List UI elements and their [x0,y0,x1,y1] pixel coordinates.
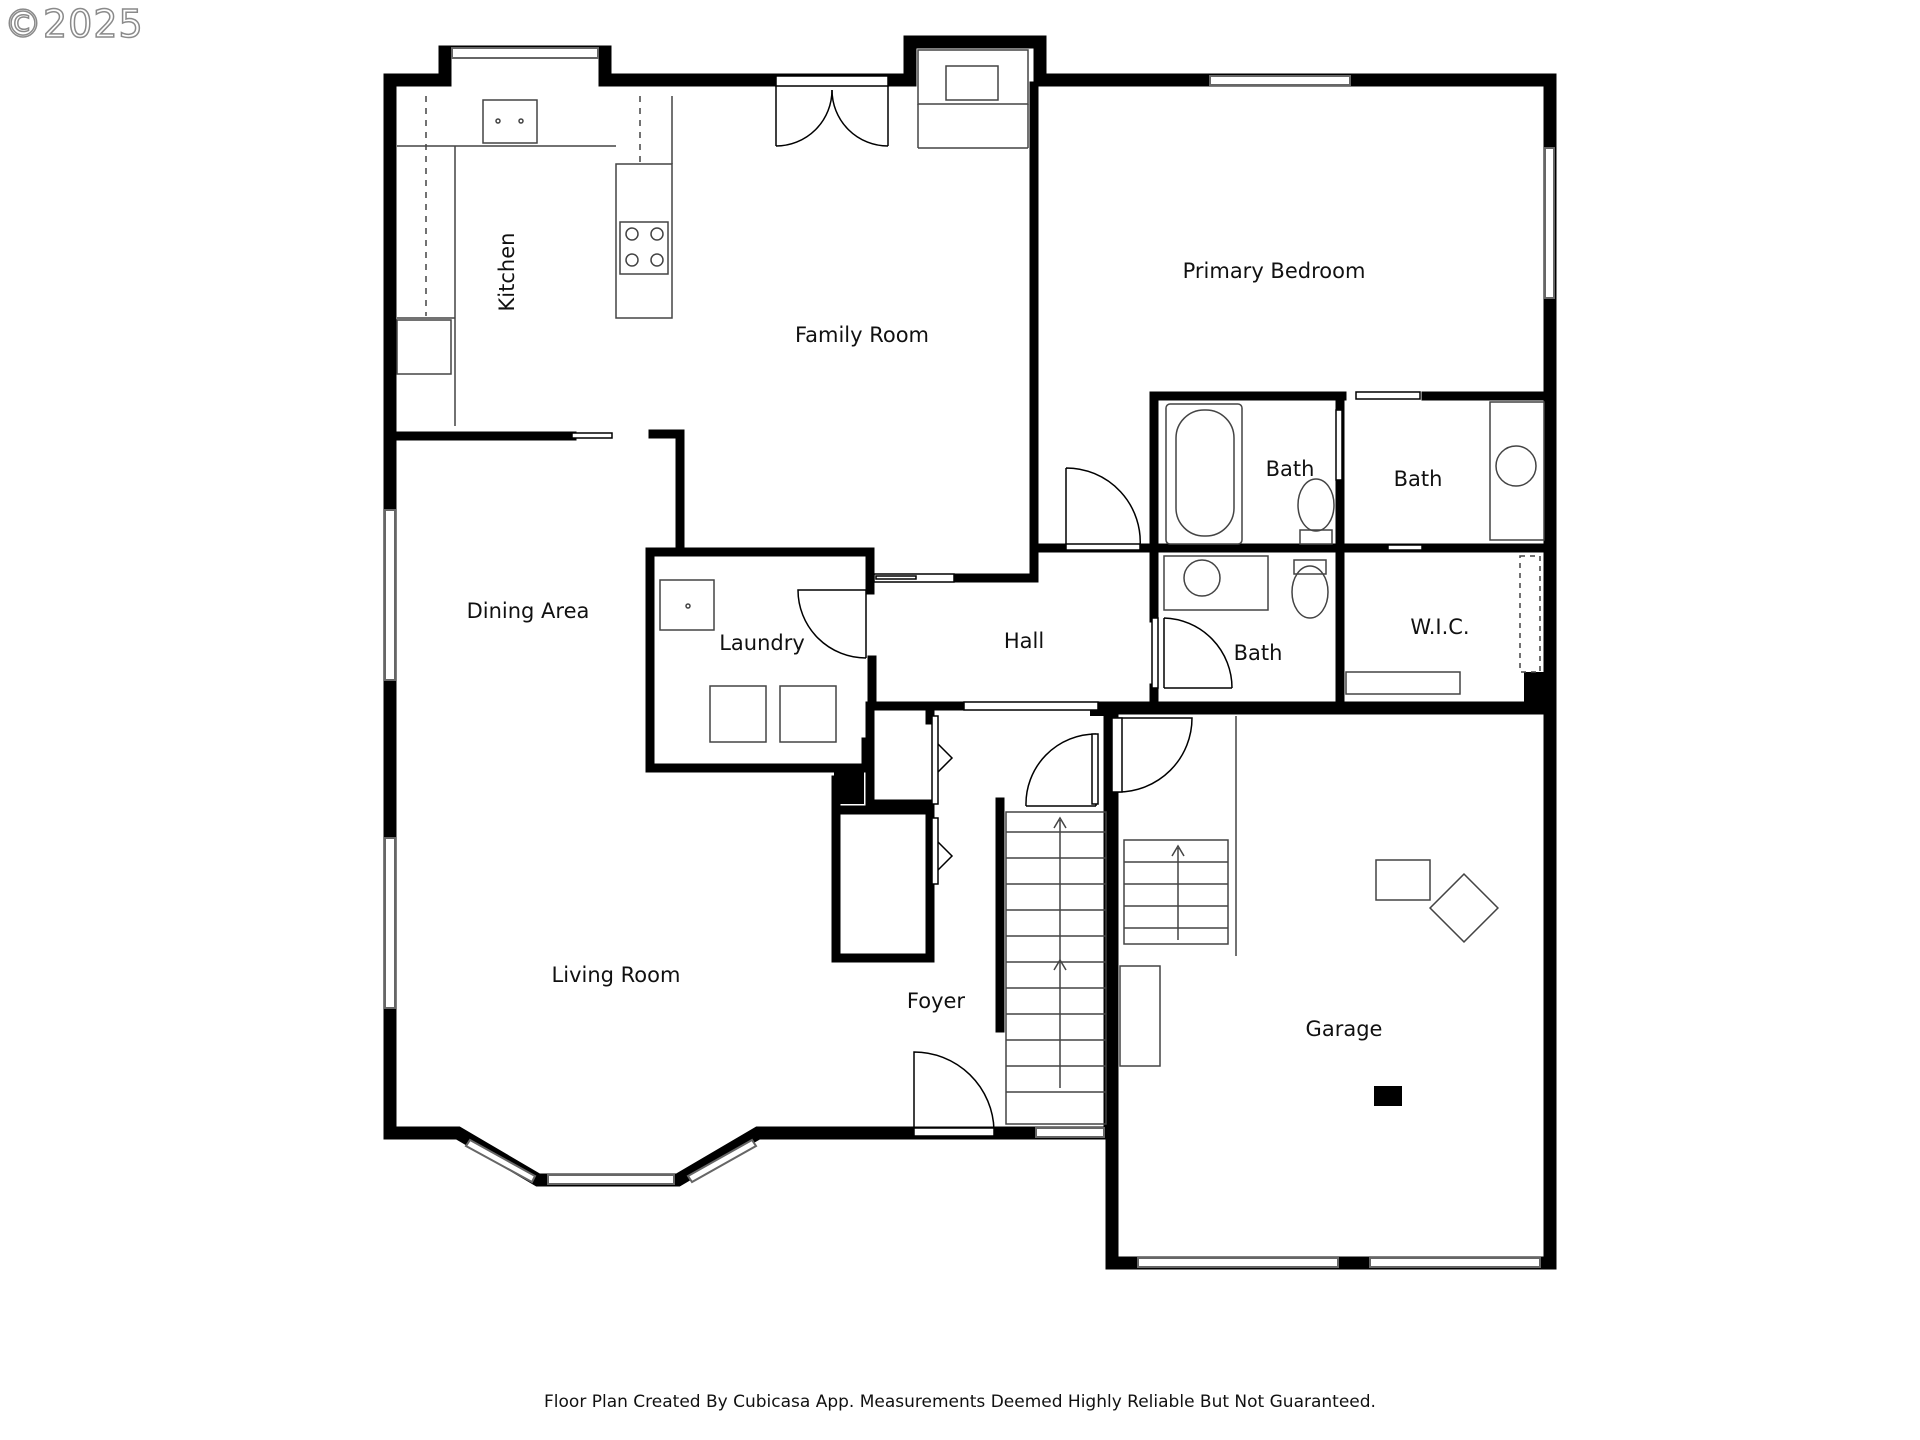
water-heater-icon [1375,859,1431,901]
range-stove-icon [615,163,673,319]
refrigerator-icon [396,319,452,375]
toilet-icon [1297,478,1335,532]
room-label-bath-tub: Bath [1266,457,1315,481]
floor-drain-icon [1374,1086,1402,1106]
doors [571,75,1423,1137]
room-label-living-room: Living Room [552,963,681,987]
copyright-watermark: ©2025 [3,1,144,47]
room-label-garage: Garage [1306,1017,1383,1041]
room-label-bath-hall: Bath [1234,641,1283,665]
room-label-laundry: Laundry [719,631,805,655]
exterior-walls [383,35,1557,1270]
fixtures [396,49,1545,1125]
furnace-icon [1428,872,1500,944]
garage-stairs-icon [1119,716,1237,1067]
room-label-hall: Hall [1004,629,1044,653]
room-label-bath-primary: Bath [1394,467,1443,491]
sink-icon [1495,445,1537,487]
room-labels: Kitchen Family Room Primary Bedroom Bath… [467,233,1470,1041]
bathtub-icon [1165,403,1243,545]
kitchen-sink-icon [482,99,538,144]
fireplace-icon [917,49,1029,105]
footer-disclaimer: Floor Plan Created By Cubicasa App. Meas… [544,1392,1376,1412]
room-label-family-room: Family Room [795,323,929,347]
utility-sink-icon [659,579,715,631]
washer-icon [709,685,767,743]
room-label-dining-area: Dining Area [467,599,590,623]
room-label-primary-bedroom: Primary Bedroom [1183,259,1366,283]
sink-icon [1183,559,1221,597]
room-label-kitchen: Kitchen [495,233,519,312]
dryer-icon [779,685,837,743]
room-label-foyer: Foyer [907,989,966,1013]
toilet-icon [1291,565,1329,619]
room-label-wic: W.I.C. [1410,615,1469,639]
stairs-icon [1005,811,1107,1125]
windows [384,47,1555,1268]
